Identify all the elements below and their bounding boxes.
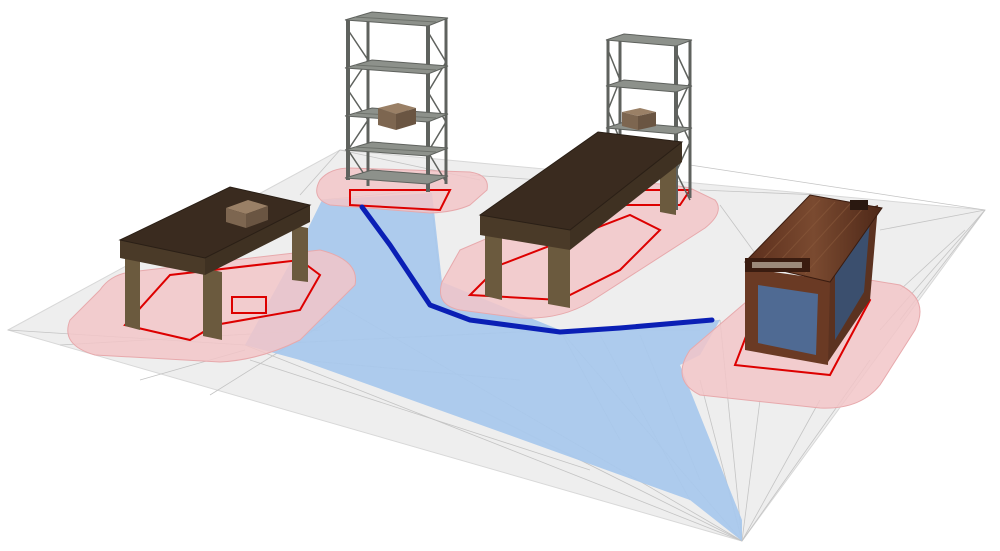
- table-left-leg: [125, 250, 140, 330]
- box-on-rack-right: [622, 108, 656, 130]
- workbench-vise: [745, 200, 868, 272]
- shelving-unit-left: [344, 11, 449, 192]
- footprint-rack-left: [349, 189, 452, 212]
- table-left: [118, 186, 312, 340]
- planned-path: [359, 204, 715, 335]
- box-on-table-left: [226, 200, 268, 228]
- table-left-leg: [203, 268, 222, 340]
- footprint-box-left: [231, 296, 267, 314]
- long-table-leg: [548, 240, 570, 308]
- footprint-table-left: [123, 258, 322, 342]
- workbench: [744, 194, 883, 365]
- long-table-top: [478, 131, 684, 231]
- box-on-rack-left: [378, 103, 416, 130]
- long-table: [478, 131, 684, 308]
- navigable-region: [245, 193, 742, 541]
- workbench-panel: [758, 285, 818, 355]
- table-left-leg: [292, 225, 308, 282]
- shelving-unit-right: [605, 33, 693, 210]
- long-table-leg: [485, 228, 502, 300]
